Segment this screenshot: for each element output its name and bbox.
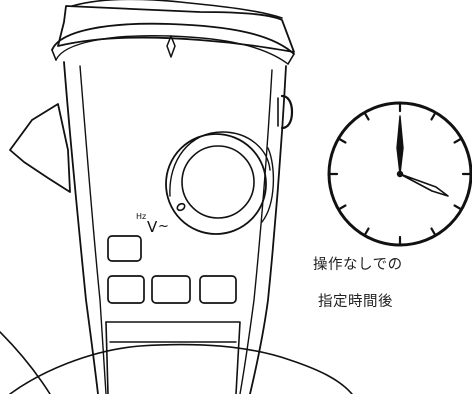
clock-tick: [430, 227, 437, 237]
clock-tick: [453, 204, 463, 211]
clock-tick: [453, 137, 463, 144]
clock-center: [396, 170, 404, 178]
clock-tick: [337, 204, 347, 211]
clock-minute-hand: [396, 115, 404, 175]
side-button: [280, 94, 294, 130]
button-row-2: [151, 275, 191, 304]
caption-line-2: 指定時間後: [318, 294, 393, 310]
clock-tick: [337, 137, 347, 144]
clamp-jaw-left: [9, 103, 71, 193]
clock: [327, 101, 472, 247]
diamond-marker-icon: [166, 35, 176, 58]
clock-ticks: [327, 101, 472, 247]
body-right-edge: [249, 65, 287, 394]
rotary-dial: [165, 131, 275, 235]
clamp-head-arch: [51, 22, 295, 55]
dial-pointer: [176, 202, 186, 212]
clock-tick: [430, 111, 437, 121]
button-top: [107, 235, 142, 262]
display-frame: [105, 321, 241, 394]
button-row-3: [199, 275, 237, 304]
clamp-head: [57, 5, 295, 53]
caption-line-1: 操作なしでの: [313, 257, 403, 273]
hz-label: Hz: [136, 212, 146, 221]
clock-tick: [363, 227, 370, 237]
hand-outline: [9, 343, 353, 394]
ac-symbol: ~: [158, 219, 169, 234]
clock-hour-hand: [399, 173, 449, 197]
button-row-1: [107, 275, 145, 304]
clamp-head-top: [71, 0, 283, 19]
v-label: V: [147, 218, 158, 236]
clock-tick: [363, 111, 370, 121]
